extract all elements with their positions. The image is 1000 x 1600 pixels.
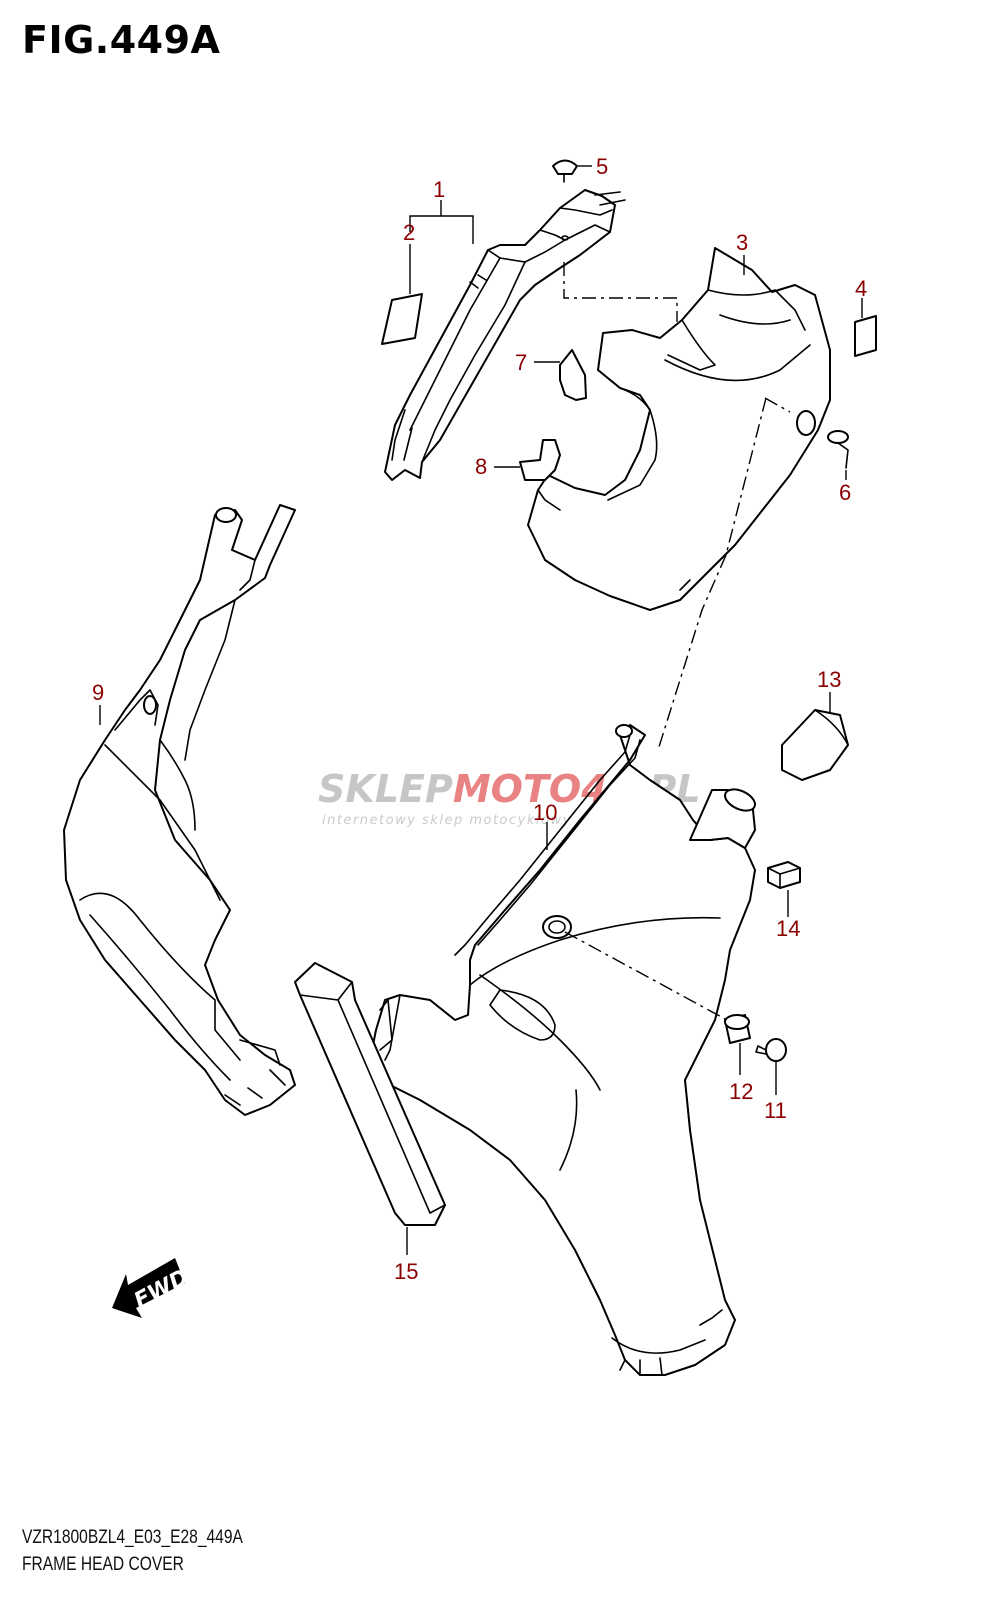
part-11-bolt [755, 1038, 787, 1062]
callout-15: 15 [394, 1259, 418, 1284]
part-3-upper-cover [527, 247, 831, 611]
part-15-pad [294, 962, 446, 1226]
callout-4: 4 [855, 276, 867, 301]
part-12-grommet [724, 1014, 751, 1044]
callout-12: 12 [729, 1079, 753, 1104]
callout-6: 6 [839, 480, 851, 505]
callout-14: 14 [776, 916, 800, 941]
callout-1: 1 [433, 177, 445, 202]
callouts: 1 2 3 4 5 6 7 8 9 10 11 12 13 14 15 [92, 154, 867, 1284]
figure-name: FRAME HEAD COVER [22, 1554, 184, 1575]
leader-lines [99, 165, 863, 1255]
part-4-pad [854, 315, 877, 357]
part-9-side-cover [63, 504, 296, 1116]
callout-9: 9 [92, 680, 104, 705]
part-6-screw [827, 430, 849, 469]
part-13-pad [781, 709, 849, 781]
figure-title: FIG.449A [22, 18, 221, 62]
callout-10: 10 [533, 800, 557, 825]
callout-13: 13 [817, 667, 841, 692]
callout-5: 5 [596, 154, 608, 179]
part-2-pad [381, 293, 423, 345]
callout-7: 7 [515, 350, 527, 375]
fwd-arrow-icon: FWD [112, 1258, 193, 1318]
model-code: VZR1800BZL4_E03_E28_449A [22, 1527, 243, 1548]
part-8-pad [519, 439, 561, 481]
callout-11: 11 [764, 1098, 787, 1123]
callout-3: 3 [736, 230, 748, 255]
part-14-pad [767, 861, 801, 889]
part-10-main-cover [369, 724, 756, 1376]
watermark-part2: MOTO [453, 767, 581, 811]
callout-2: 2 [403, 220, 415, 245]
part-5-clip [552, 159, 578, 183]
watermark-tagline: internetowy sklep motocyklowy [322, 813, 572, 828]
callout-8: 8 [475, 454, 487, 479]
part-1-bracket [384, 189, 626, 481]
watermark-part1: SKLEP [318, 767, 453, 811]
part-7-pad [559, 349, 587, 401]
